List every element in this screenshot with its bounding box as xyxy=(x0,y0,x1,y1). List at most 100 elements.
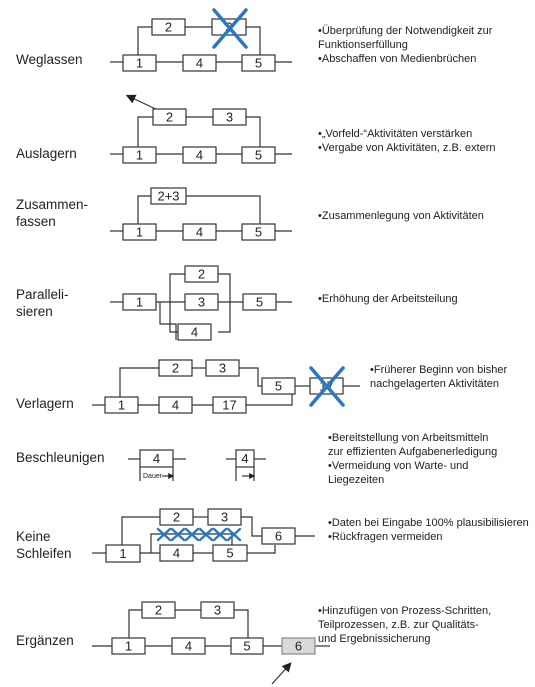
note-line-0: •Zusammenlegung von Aktivitäten xyxy=(318,210,484,222)
process-box-4: 4 xyxy=(171,637,206,655)
loop-cross-3-b xyxy=(198,527,214,542)
duration-label: Dauer xyxy=(143,473,163,480)
technique-label-1: sieren xyxy=(16,304,53,319)
process-box-4: 4 xyxy=(158,396,193,414)
process-box-5: 5 xyxy=(230,637,264,655)
note-line-1: •Rückfragen vermeiden xyxy=(328,531,443,543)
process-box-6: 6 xyxy=(261,527,296,545)
process-box-5: 5 xyxy=(212,544,248,562)
process-box-2-label: 2 xyxy=(173,510,180,525)
note-line-0: •Überprüfung der Notwendigkeit zur xyxy=(318,25,493,37)
connector-line xyxy=(247,545,276,554)
process-box-3-label: 3 xyxy=(214,603,221,618)
process-box-2-label: 2 xyxy=(172,361,179,376)
process-box-1-label: 1 xyxy=(118,398,125,413)
connector-line xyxy=(119,367,160,398)
process-box-4: 4 xyxy=(177,323,212,341)
connector-line xyxy=(218,273,231,302)
process-box-5: 5 xyxy=(241,146,276,164)
process-box-5: 5 xyxy=(261,377,296,395)
note-line-1: zur effizienten Aufgabenerledigung xyxy=(328,446,497,458)
process-box-5-label: 5 xyxy=(275,379,282,394)
process-box-5: 5 xyxy=(241,54,276,72)
process-box-1-label: 1 xyxy=(136,56,143,71)
process-box-1: 1 xyxy=(122,54,157,72)
process-box-1: 1 xyxy=(122,293,157,311)
process-box-4-label: 4 xyxy=(191,325,198,340)
removal-cross-b xyxy=(309,366,345,407)
process-box-3: 3 xyxy=(207,508,242,526)
loop-cross-0-b xyxy=(156,527,172,542)
process-box-3: 3 xyxy=(212,108,247,126)
process-box-1: 1 xyxy=(104,396,139,414)
note-line-2: •Vermeidung von Warte- und xyxy=(328,460,468,472)
process-box-1: 1 xyxy=(111,637,146,655)
process-box-5-label: 5 xyxy=(255,225,262,240)
connector-line xyxy=(246,393,293,406)
loop-cross-5-b xyxy=(226,527,242,542)
process-box-1-label: 1 xyxy=(119,546,126,561)
note-line-0: •„Vorfeld-“Aktivitäten verstärken xyxy=(318,128,472,140)
connector-line xyxy=(137,195,152,224)
technique-label-0: Zusammen- xyxy=(16,197,88,212)
process-box-4-label: 4 xyxy=(185,639,192,654)
connector-line xyxy=(169,273,185,302)
process-box-4: 4 xyxy=(159,544,194,562)
note-line-0: •Früherer Beginn von bisher xyxy=(370,364,507,376)
task-box-4-accelerated: 4 xyxy=(235,449,255,468)
connector-line xyxy=(121,516,160,546)
process-box-5-label: 5 xyxy=(255,148,262,163)
row-weglassen: Weglassen•Überprüfung der Notwendigkeit … xyxy=(16,8,493,72)
added-step-arrow xyxy=(271,662,292,685)
loop-cross-4-b xyxy=(212,527,228,542)
connector-line xyxy=(128,609,142,639)
loop-cross-1-b xyxy=(170,527,186,542)
loop-cross-2-b xyxy=(184,527,200,542)
task-box-4-accelerated-label: 4 xyxy=(241,451,248,466)
process-box-3-label: 3 xyxy=(219,361,226,376)
connector-line xyxy=(159,302,177,340)
process-box-6-label: 6 xyxy=(275,529,282,544)
process-box-1: 1 xyxy=(122,146,157,164)
note-line-1: nachgelagerten Aktivitäten xyxy=(370,378,499,390)
connector-line xyxy=(239,367,262,387)
connector-line xyxy=(246,116,261,147)
process-box-2-label: 2 xyxy=(155,603,162,618)
process-box-6-added: 6 xyxy=(281,637,316,655)
process-box-3: 3 xyxy=(184,293,219,311)
note-line-1: Funktionserfüllung xyxy=(318,39,408,51)
note-line-1: •Vergabe von Aktivitäten, z.B. extern xyxy=(318,142,496,154)
process-box-2: 2 xyxy=(158,359,193,377)
process-box-4-label: 4 xyxy=(172,398,179,413)
technique-label-0: Verlagern xyxy=(16,396,74,411)
process-box-5-label: 5 xyxy=(243,639,250,654)
note-line-0: •Hinzufügen von Prozess-Schritten, xyxy=(318,605,491,617)
process-box-5: 5 xyxy=(242,293,277,311)
process-box-3: 3 xyxy=(205,359,240,377)
connector-line xyxy=(218,302,231,333)
process-box-4: 4 xyxy=(182,54,217,72)
connector-line xyxy=(234,609,249,639)
process-box-1-label: 1 xyxy=(136,225,143,240)
process-box-4-label: 4 xyxy=(196,225,203,240)
process-box-4-label: 4 xyxy=(196,148,203,163)
process-box-3-label: 3 xyxy=(226,110,233,125)
technique-label-0: Keine xyxy=(16,529,51,544)
technique-label-0: Auslagern xyxy=(16,146,77,161)
row-parallelisieren: Paralleli-sieren•Erhöhung der Arbeitstei… xyxy=(16,265,458,341)
process-box-5-label: 5 xyxy=(256,295,263,310)
technique-label-0: Paralleli- xyxy=(16,287,69,302)
technique-label-0: Beschleunigen xyxy=(16,450,105,465)
removal-cross-b xyxy=(212,8,248,49)
row-ergaenzen: Ergänzen•Hinzufügen von Prozess-Schritte… xyxy=(16,601,491,685)
process-box-1-label: 1 xyxy=(136,148,143,163)
connector-line xyxy=(246,26,261,55)
row-verlagern: Verlagern •Früherer Beginn von bisher nac… xyxy=(16,359,507,414)
process-box-2: 2 xyxy=(151,18,186,36)
process-box-4: 4 xyxy=(182,146,217,164)
process-box-1-label: 1 xyxy=(136,295,143,310)
row-auslagern: Auslagern •„Vorfeld-“Aktivitäten verstärk… xyxy=(16,94,496,164)
process-box-1-label: 1 xyxy=(125,639,132,654)
process-box-2: 2 xyxy=(184,265,219,283)
